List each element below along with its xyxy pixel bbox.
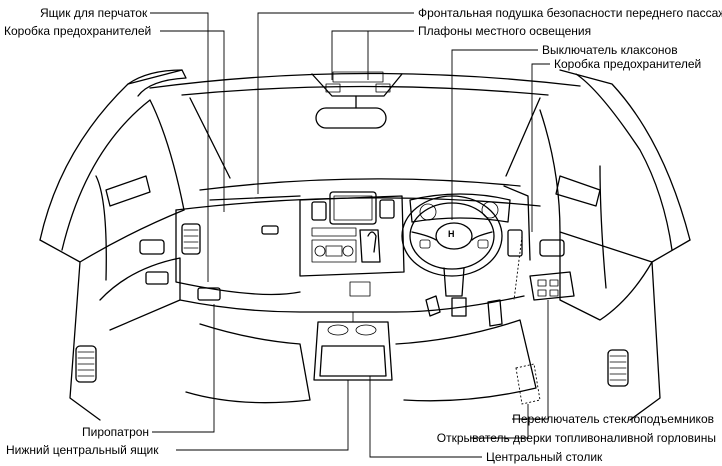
right-front-floor [395, 319, 537, 402]
center-stack [299, 191, 405, 297]
dome-light-housing [311, 71, 403, 97]
pedals [425, 295, 503, 327]
left-seatbelt [95, 175, 107, 281]
label-horn-switch: Выключатель клаксонов [542, 43, 678, 57]
lower-console-box [313, 311, 393, 381]
left-front-door [39, 69, 187, 421]
label-pyro-cartridge: Пиропатрон [82, 425, 150, 439]
nav-screen [329, 191, 377, 225]
left-door-speaker [75, 345, 97, 383]
right-side-mirror [555, 175, 601, 207]
label-lower-console-box: Нижний центральный ящик [6, 443, 159, 457]
floor-line [179, 295, 525, 313]
label-window-switch: Переключатель стеклоподъемников [512, 412, 714, 426]
leader-lines [150, 12, 550, 458]
left-window-switch [145, 271, 169, 285]
roof-edge [149, 72, 581, 89]
fuel-door-opener-lever [515, 363, 541, 405]
label-fusebox-right: Коробка предохранителей [554, 57, 702, 71]
right-dash-end [503, 185, 531, 261]
rearview-mirror [315, 95, 387, 129]
label-front-airbag: Фронтальная подушка безопасности передне… [418, 6, 722, 20]
glovebox-latch [197, 287, 221, 301]
steering-badge: H [448, 229, 455, 239]
label-center-table: Центральный столик [486, 450, 603, 464]
dash-handle [261, 225, 279, 235]
right-vent [507, 229, 523, 257]
right-door-speaker [607, 349, 629, 387]
headliner-edge [181, 85, 549, 96]
fusebox-right-hidden [513, 235, 523, 301]
right-window-switch-panel [529, 271, 575, 301]
gear-shifter [367, 231, 377, 253]
right-a-pillar [505, 97, 541, 177]
left-a-pillar [189, 97, 231, 179]
right-door-handle [539, 239, 565, 257]
dashboard-top [199, 178, 521, 191]
right-seatbelt [599, 165, 607, 289]
left-vent-slats [183, 229, 199, 249]
left-door-handle [139, 239, 165, 255]
instrument-cluster [409, 193, 511, 223]
left-side-mirror [105, 175, 151, 207]
left-front-floor [185, 323, 311, 404]
label-fuel-door-opener: Открыватель дверки топливоналивной горло… [436, 431, 716, 445]
airbag-cover [209, 195, 301, 201]
label-fusebox-left: Коробка предохранителей [4, 24, 152, 38]
left-vent [181, 223, 201, 255]
right-front-door [515, 69, 691, 421]
passenger-dash [175, 209, 301, 296]
label-glovebox: Ящик для перчаток [40, 6, 148, 20]
label-dome-lights: Плафоны местного освещения [418, 24, 592, 38]
